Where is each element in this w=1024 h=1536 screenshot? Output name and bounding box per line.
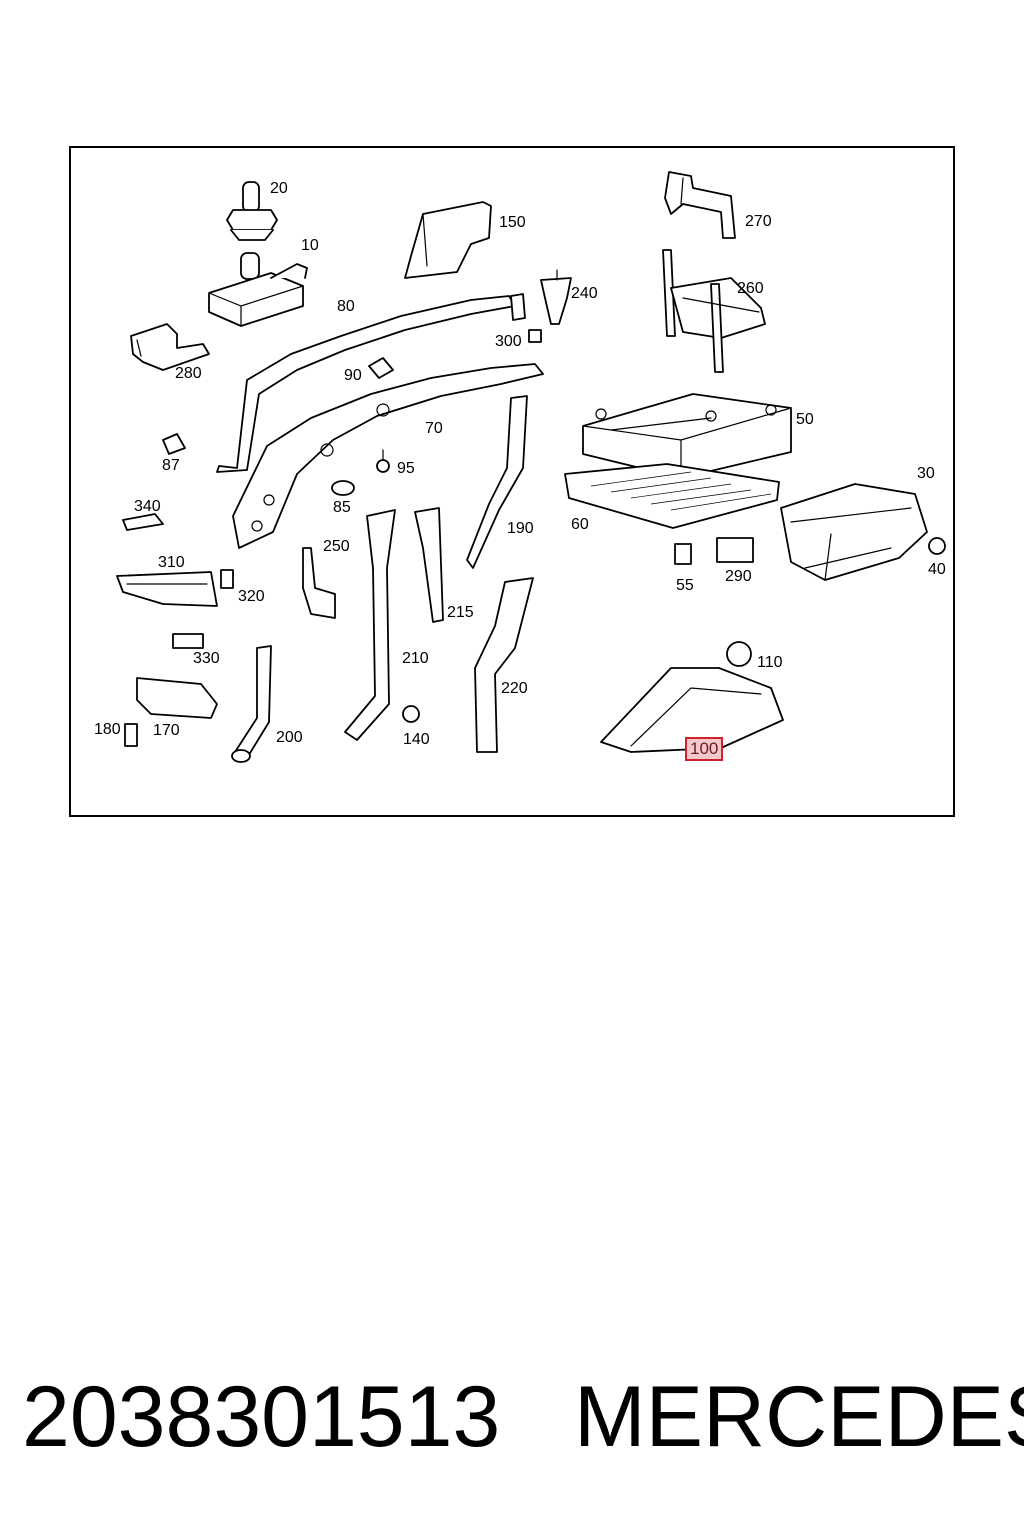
callout-215: 215 bbox=[447, 604, 474, 621]
part-200-hose bbox=[231, 645, 272, 763]
part-260-bracket bbox=[662, 249, 766, 373]
part-80-duct bbox=[216, 293, 526, 473]
callout-70: 70 bbox=[425, 420, 443, 437]
callout-240: 240 bbox=[571, 285, 598, 302]
part-270-bracket bbox=[664, 171, 736, 239]
callout-20: 20 bbox=[270, 180, 288, 197]
callout-50: 50 bbox=[796, 411, 814, 428]
callout-100-highlighted[interactable]: 100 bbox=[685, 737, 724, 761]
part-190-hose bbox=[466, 395, 528, 569]
callout-260: 260 bbox=[737, 280, 764, 297]
callout-55: 55 bbox=[676, 577, 694, 594]
callout-40: 40 bbox=[928, 561, 946, 578]
callout-170: 170 bbox=[153, 722, 180, 739]
part-340-clip bbox=[122, 513, 164, 531]
part-87-clip bbox=[162, 433, 186, 455]
callout-340: 340 bbox=[134, 498, 161, 515]
callout-85: 85 bbox=[333, 499, 351, 516]
callout-290: 290 bbox=[725, 568, 752, 585]
callout-190: 190 bbox=[507, 520, 534, 537]
callout-200: 200 bbox=[276, 729, 303, 746]
part-10-module bbox=[208, 252, 308, 327]
callout-110: 110 bbox=[757, 654, 783, 671]
part-number-text: 2038301513 bbox=[22, 1369, 501, 1465]
part-180-clip bbox=[124, 723, 138, 747]
callout-95: 95 bbox=[397, 460, 415, 477]
part-140-nut bbox=[402, 705, 420, 723]
part-215-hose bbox=[414, 507, 444, 623]
callout-320: 320 bbox=[238, 588, 265, 605]
part-95-screw bbox=[376, 449, 390, 473]
part-330-pad bbox=[172, 633, 204, 649]
callout-220: 220 bbox=[501, 680, 528, 697]
part-280-bracket bbox=[130, 323, 210, 371]
part-250-bracket bbox=[302, 547, 336, 619]
callout-10: 10 bbox=[301, 237, 319, 254]
part-300-clip bbox=[528, 329, 542, 343]
part-290-pad bbox=[716, 537, 754, 563]
callout-140: 140 bbox=[403, 731, 430, 748]
brand-text: MERCEDES bbox=[574, 1369, 1024, 1465]
callout-60: 60 bbox=[571, 516, 589, 533]
part-40-nut bbox=[928, 537, 946, 555]
parts-diagram bbox=[116, 171, 946, 763]
part-150-duct bbox=[404, 201, 492, 279]
callout-310: 310 bbox=[158, 554, 185, 571]
callout-250: 250 bbox=[323, 538, 350, 555]
callout-210: 210 bbox=[402, 650, 429, 667]
callout-80: 80 bbox=[337, 298, 355, 315]
part-90-clip bbox=[368, 357, 394, 379]
callout-300: 300 bbox=[495, 333, 522, 350]
part-30-blower-housing bbox=[780, 483, 928, 581]
part-110-clip bbox=[726, 641, 752, 667]
callout-30: 30 bbox=[917, 465, 935, 482]
callout-90: 90 bbox=[344, 367, 362, 384]
part-70-duct bbox=[232, 363, 544, 549]
part-210-hose bbox=[344, 509, 396, 741]
callout-330: 330 bbox=[193, 650, 220, 667]
callout-280: 280 bbox=[175, 365, 202, 382]
part-100-cover bbox=[600, 667, 784, 753]
parts-diagram-frame: 20 10 150 270 240 260 80 300 280 90 70 5… bbox=[69, 146, 955, 817]
part-310-bracket bbox=[116, 571, 218, 607]
part-60-filter bbox=[564, 463, 780, 529]
part-50-filter-housing bbox=[582, 393, 792, 479]
part-20-sensor bbox=[226, 181, 278, 241]
callout-270: 270 bbox=[745, 213, 772, 230]
part-170-bracket bbox=[136, 677, 218, 719]
callout-87: 87 bbox=[162, 457, 180, 474]
callout-150: 150 bbox=[499, 214, 526, 231]
part-85-grommet bbox=[331, 480, 355, 496]
part-55-clip bbox=[674, 543, 692, 565]
part-240-clip bbox=[540, 269, 572, 325]
part-220-hose bbox=[474, 577, 534, 753]
part-320-clip bbox=[220, 569, 234, 589]
callout-180: 180 bbox=[94, 721, 121, 738]
